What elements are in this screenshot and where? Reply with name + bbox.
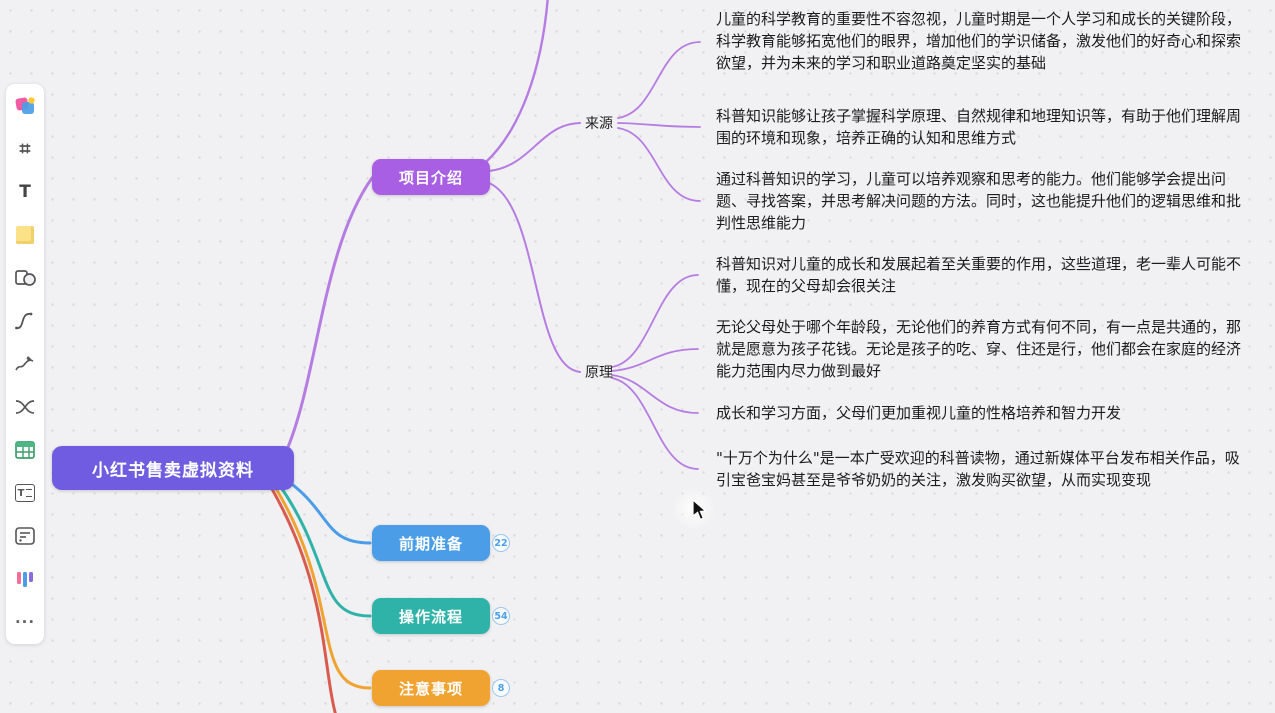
leaf-text[interactable]: 通过科普知识的学习，儿童可以培养观察和思考的能力。他们能够学会提出问题、寻找答案… [716,170,1242,232]
left-toolbar: ⌗ T [6,84,44,644]
collapse-badge-notes[interactable]: 8 [492,679,510,697]
node-workflow[interactable]: 操作流程 [372,598,490,634]
leaf-text[interactable]: 科普知识对儿童的成长和发展起着至关重要的作用，这些道理，老一辈人可能不懂，现在的… [716,255,1242,295]
edge-root-to-notes [273,485,372,690]
edge-project-intro-to-source [488,122,581,172]
edge-root-to-project-intro [284,176,374,454]
node-project-intro[interactable]: 项目介绍 [372,159,490,195]
edge-root-to-preparation [280,475,372,545]
leaf-text[interactable]: 无论父母处于哪个年龄段，无论他们的养育方式有何不同，有一点是共通的，那就是愿意为… [716,318,1242,380]
more-glyph: ··· [14,612,36,631]
edge-source-to-leaf-1 [617,41,701,119]
node-preparation[interactable]: 前期准备 [372,525,490,561]
edge-root-to-offscreen-bottom [270,487,337,713]
edge-principle-to-leaf-5 [611,348,699,372]
mouse-cursor [692,498,710,526]
card-icon[interactable] [13,524,37,548]
cursor-halo [672,487,716,531]
root-node[interactable]: 小红书售卖虚拟资料 [52,446,294,490]
edge-principle-to-leaf-4 [611,274,699,368]
edge-principle-to-leaf-7 [611,377,699,470]
table-icon[interactable] [13,438,37,462]
text-glyph: T [19,181,31,202]
node-notes[interactable]: 注意事项 [372,670,490,706]
edge-source-to-leaf-3 [617,127,701,202]
subtopic-source[interactable]: 来源 [585,116,613,132]
more-icon[interactable]: ··· [13,610,37,634]
edge-principle-to-leaf-6 [611,374,699,414]
leaf-text[interactable]: 成长和学习方面，父母们更加重视儿童的性格培养和智力开发 [716,404,1122,422]
connector-icon[interactable] [13,395,37,419]
frame-icon[interactable]: ⌗ [13,137,37,161]
edge-project-intro-to-principle [488,182,581,373]
text-frame-icon[interactable]: T [13,481,37,505]
text-frame-lines [26,489,33,497]
edge-project-intro-to-offscreen-top [484,0,549,164]
shapes-icon[interactable] [13,266,37,290]
sticky-note-icon[interactable] [13,223,37,247]
sticky-note-glyph [16,226,34,244]
pen-icon[interactable] [13,352,37,376]
kanban-icon[interactable] [13,567,37,591]
app-logo-icon[interactable] [13,94,37,118]
leaf-text[interactable]: 儿童的科学教育的重要性不容忽视，儿童时期是一个人学习和成长的关键阶段，科学教育能… [716,10,1242,72]
edge-source-to-leaf-2 [617,122,701,128]
edge-root-to-workflow [276,481,372,618]
collapse-badge-workflow[interactable]: 54 [492,607,510,625]
leaf-text[interactable]: "十万个为什么"是一本广受欢迎的科普读物，通过新媒体平台发布相关作品，吸引宝爸宝… [716,449,1240,489]
frame-glyph: ⌗ [19,137,31,160]
subtopic-principle[interactable]: 原理 [585,365,613,381]
curve-icon[interactable] [13,309,37,333]
text-frame-glyph: T [17,487,25,499]
collapse-badge-preparation[interactable]: 22 [492,534,510,552]
leaf-text[interactable]: 科普知识能够让孩子掌握科学原理、自然规律和地理知识等，有助于他们理解周围的环境和… [716,107,1242,147]
text-icon[interactable]: T [13,180,37,204]
